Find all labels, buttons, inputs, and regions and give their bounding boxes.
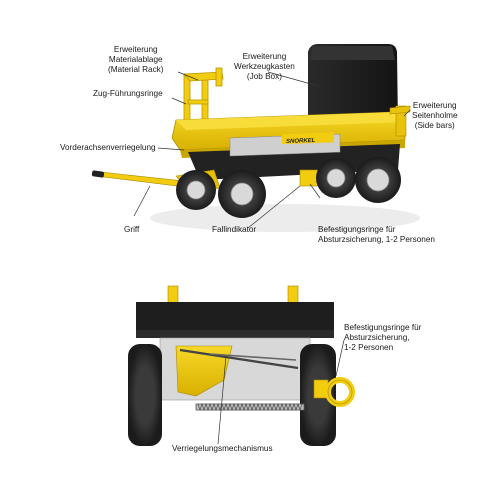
material-rack: [183, 67, 224, 133]
anchor-ring: [313, 377, 355, 407]
label-anchor-rings-bottom: Befestigungsringe für Absturzsicherung, …: [344, 323, 422, 352]
wheels: [176, 157, 401, 218]
label-front-axle-lock: Vorderachsenverriegelung: [60, 143, 156, 152]
job-box: [308, 44, 398, 130]
label-handle: Griff: [124, 225, 140, 234]
label-material-rack: Erweiterung Materialablage (Material Rac…: [108, 45, 164, 74]
spring: [195, 402, 305, 412]
decal-text: SNORKEL: [286, 138, 316, 145]
side-bars: [389, 105, 411, 137]
top-machine: SNORKEL: [91, 44, 420, 232]
leader-lines-bottom: [217, 339, 345, 445]
label-job-box: Erweiterung Werkzeugkasten (Job Box): [234, 52, 295, 81]
label-fall-indicator: Fallindikator: [212, 225, 257, 234]
label-side-bars: Erweiterung Seitenholme (Side bars): [412, 101, 458, 130]
label-tow-rings: Zug-Führungsringe: [93, 89, 163, 98]
label-anchor-rings-top: Befestigungsringe für Absturzsicherung, …: [318, 225, 435, 244]
label-locking-mechanism: Verriegelungsmechanismus: [172, 444, 273, 453]
bottom-machine: [128, 285, 355, 446]
leader-lines-top: [133, 71, 411, 229]
